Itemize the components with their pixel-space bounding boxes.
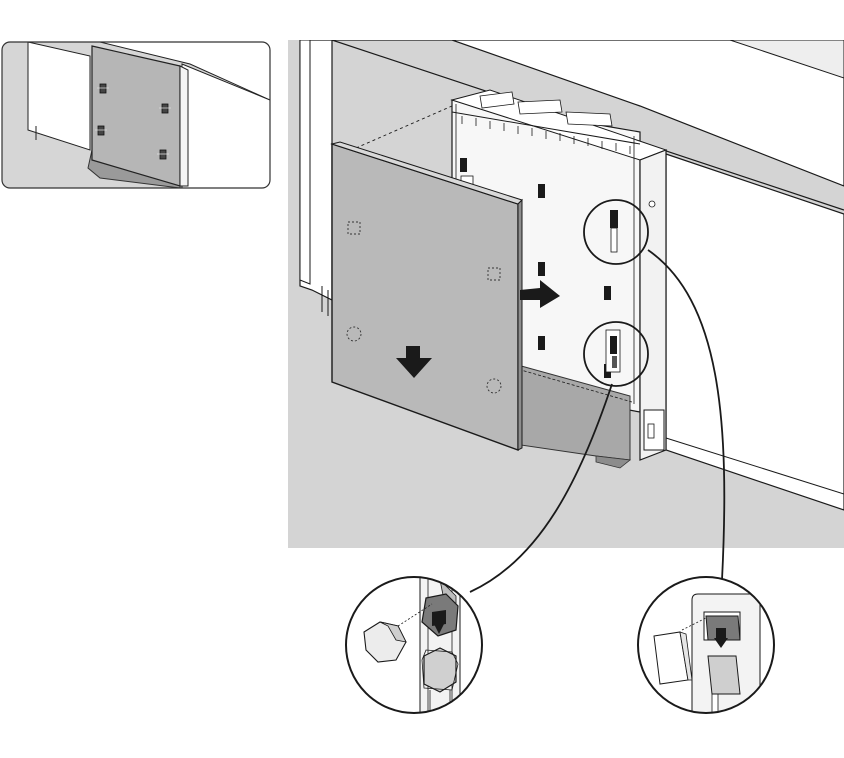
callout-circle-icon	[583, 321, 649, 387]
upper-bracket-detail	[637, 576, 775, 714]
callout-circle-icon	[583, 199, 649, 265]
right-arrow-icon	[520, 280, 560, 308]
panel-mounting-view	[288, 40, 844, 548]
leader-line-lower	[469, 383, 613, 593]
down-arrow-icon	[396, 346, 432, 378]
door-panel	[330, 141, 523, 452]
leader-line-upper	[647, 249, 726, 581]
lower-bracket-detail	[345, 576, 483, 714]
overview-thumbnail	[1, 41, 271, 189]
